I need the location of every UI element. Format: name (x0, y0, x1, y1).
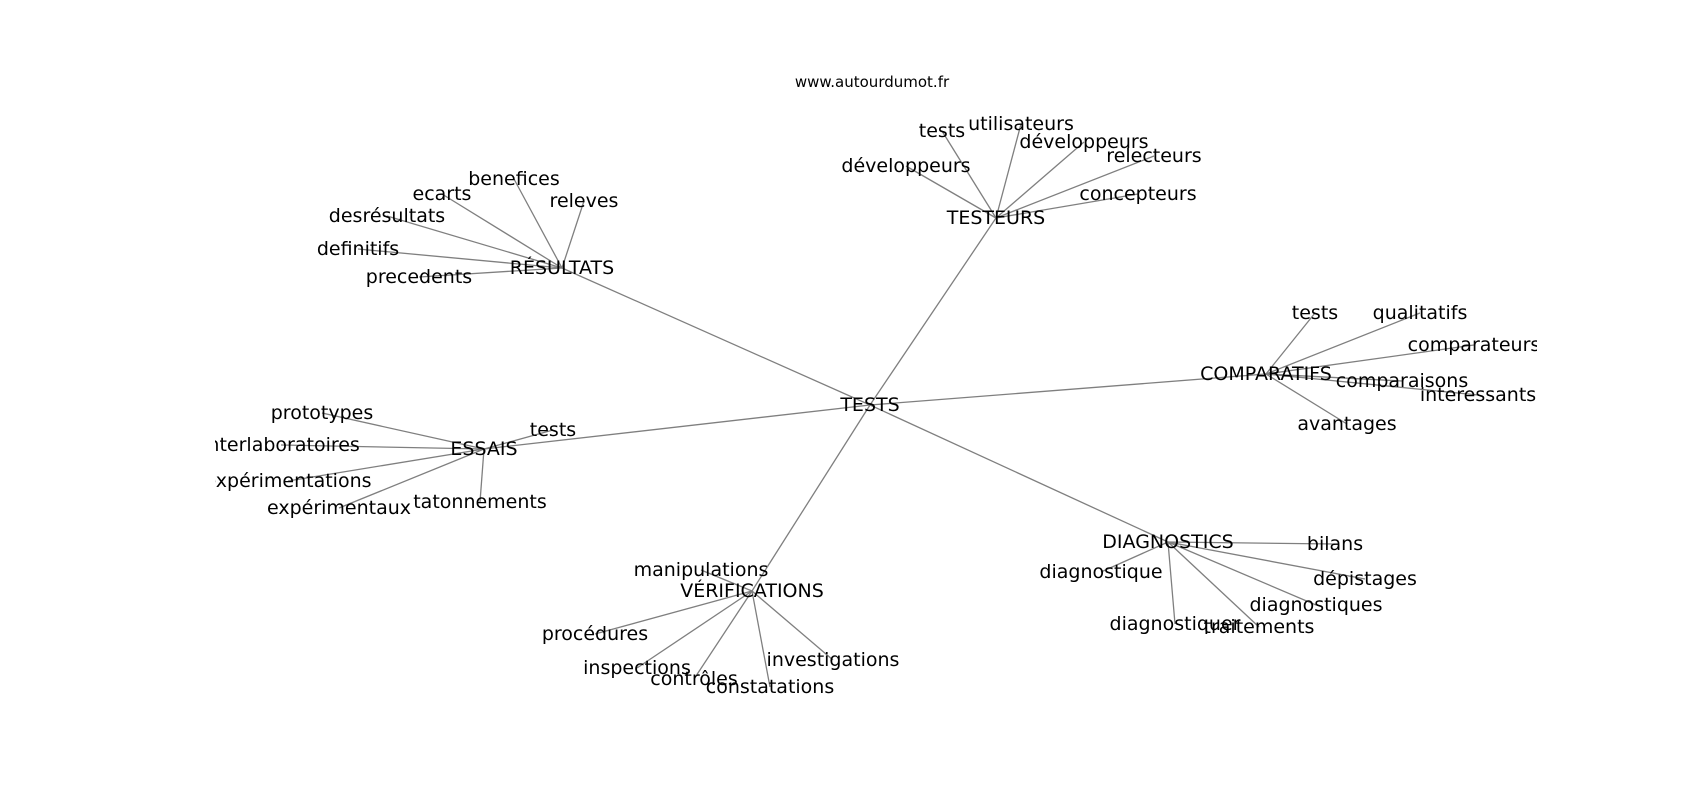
edge-verifications-leaf (693, 590, 753, 680)
leaf-node-essais: expérimentaux (267, 497, 411, 519)
edge-resultats-leaf (357, 248, 563, 269)
hub-node-testeurs: TESTEURS (946, 207, 1045, 229)
leaf-node-diagnostics: diagnostiques (1249, 594, 1382, 616)
leaf-node-verifications: constatations (706, 676, 835, 698)
edge-verifications-leaf (751, 590, 771, 688)
edge-center-comparatifs (869, 373, 1267, 406)
leaf-node-resultats: desrésultats (329, 205, 445, 227)
edge-resultats-leaf (513, 178, 563, 269)
leaf-node-verifications: manipulations (634, 559, 769, 581)
center-node-label: TESTS (839, 394, 899, 416)
edge-resultats-leaf (561, 200, 585, 269)
source-credit: www.autourdumot.fr (794, 73, 950, 91)
edge-center-diagnostics (869, 404, 1169, 543)
leaf-node-testeurs: concepteurs (1079, 183, 1196, 205)
leaf-node-comparatifs: qualitatifs (1373, 302, 1468, 324)
edge-diagnostics-leaf (1167, 541, 1176, 625)
edge-diagnostics-leaf (1167, 541, 1366, 580)
leaf-node-essais: tatonnements (413, 491, 547, 513)
edge-comparatifs-leaf (1265, 373, 1403, 382)
edge-comparatifs-leaf (1265, 312, 1316, 375)
leaf-node-essais: interlaboratoires (202, 434, 360, 456)
leaf-node-testeurs: utilisateurs (968, 113, 1074, 135)
edge-resultats-leaf (386, 215, 563, 269)
leaf-node-verifications: procédures (542, 623, 648, 645)
leaf-node-resultats: definitifs (317, 238, 399, 260)
edge-center-verifications (751, 404, 871, 592)
edge-testeurs-leaf (995, 141, 1085, 219)
edge-testeurs-leaf (941, 130, 997, 219)
hub-node-diagnostics: DIAGNOSTICS (1102, 531, 1233, 553)
leaf-node-testeurs: tests (919, 120, 965, 142)
edge-resultats-leaf (418, 267, 563, 278)
leaf-node-resultats: benefices (468, 168, 559, 190)
leaf-node-diagnostics: diagnostiquer (1110, 613, 1241, 635)
leaf-node-verifications: contrôles (650, 668, 737, 690)
edge-essais-leaf (287, 448, 485, 482)
leaf-node-diagnostics: dépistages (1313, 568, 1417, 590)
edge-essais-leaf (338, 448, 485, 509)
leaf-node-diagnostics: traitements (1204, 616, 1315, 638)
hub-node-resultats: RÉSULTATS (510, 256, 614, 279)
leaf-node-essais: tests (530, 419, 576, 441)
leaf-node-testeurs: développeurs (1019, 131, 1148, 153)
hub-node-comparatifs: COMPARATIFS (1200, 363, 1332, 385)
edge-verifications-leaf (700, 569, 753, 592)
edge-comparatifs-leaf (1265, 373, 1348, 425)
leaf-node-diagnostics: bilans (1307, 533, 1363, 555)
edge-center-resultats (561, 267, 871, 406)
leaf-node-verifications: inspections (583, 657, 691, 679)
edge-center-testeurs (869, 217, 997, 406)
edge-testeurs-leaf (995, 193, 1139, 219)
leaf-node-testeurs: relecteurs (1106, 145, 1201, 167)
edge-comparatifs-leaf (1265, 373, 1479, 396)
leaf-node-verifications: investigations (767, 649, 900, 671)
edge-diagnostics-leaf (1167, 541, 1317, 606)
leaf-node-resultats: ecarts (413, 183, 472, 205)
edge-center-essais (483, 404, 871, 450)
edge-diagnostics-leaf (1167, 541, 1336, 545)
edge-resultats-leaf (441, 193, 563, 269)
edge-essais-leaf (483, 429, 554, 450)
edge-comparatifs-leaf (1265, 344, 1475, 375)
edge-diagnostics-leaf (1100, 541, 1169, 573)
leaf-node-resultats: precedents (366, 266, 472, 288)
leaf-node-comparatifs: interessants (1420, 384, 1536, 406)
leaf-node-essais: expérimentations (204, 470, 371, 492)
edge-testeurs-leaf (905, 165, 997, 219)
leaf-node-comparatifs: avantages (1297, 413, 1396, 435)
edge-testeurs-leaf (995, 155, 1155, 219)
leaf-node-comparatifs: comparateurs (1408, 334, 1541, 356)
edge-verifications-leaf (594, 590, 753, 635)
leaf-node-testeurs: développeurs (841, 155, 970, 177)
edge-essais-leaf (479, 448, 485, 503)
edge-diagnostics-leaf (1167, 541, 1260, 628)
hub-node-verifications: VÉRIFICATIONS (680, 579, 824, 602)
leaf-node-essais: prototypes (271, 402, 374, 424)
edge-comparatifs-leaf (1265, 312, 1421, 375)
leaf-node-resultats: releves (550, 190, 619, 212)
edge-essais-leaf (280, 444, 485, 450)
hub-node-essais: ESSAIS (450, 438, 517, 460)
leaf-node-diagnostics: diagnostique (1039, 561, 1162, 583)
edge-essais-leaf (321, 412, 485, 450)
edge-verifications-leaf (751, 590, 834, 661)
leaf-node-comparatifs: tests (1292, 302, 1338, 324)
leaf-node-comparatifs: comparaisons (1336, 370, 1468, 392)
edge-testeurs-leaf (995, 123, 1022, 219)
edge-verifications-leaf (636, 590, 753, 669)
